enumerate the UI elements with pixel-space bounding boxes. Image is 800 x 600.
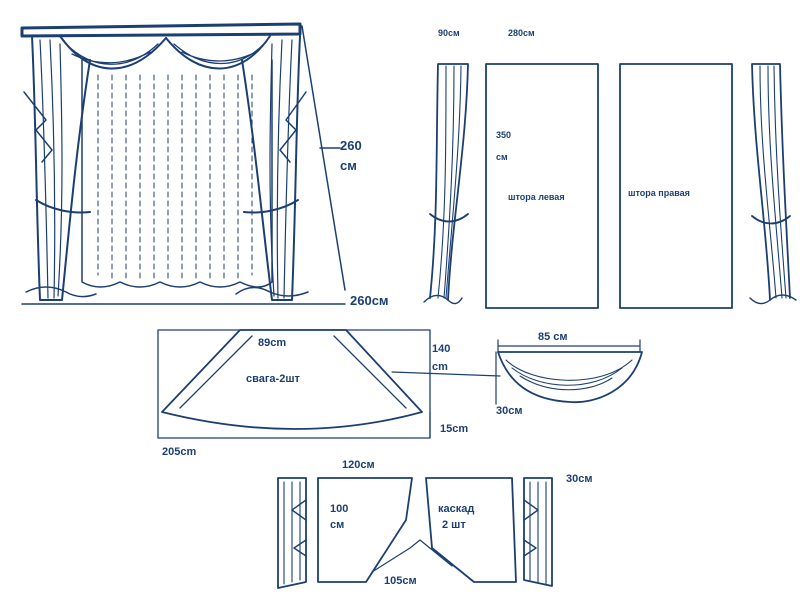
right-drape bbox=[235, 35, 309, 301]
swag-top-width-label: 89cm bbox=[258, 337, 286, 349]
cascade-side-label: 30см bbox=[566, 473, 593, 485]
swag-pattern: 89cm свага-2шт 140 cm 15cm 205cm 85 см 3… bbox=[157, 329, 643, 458]
sheer-tulle bbox=[81, 59, 273, 288]
left-drape bbox=[23, 35, 97, 301]
finished-swag-width-label: 85 см bbox=[538, 331, 568, 343]
swag-height-label: 140 bbox=[432, 343, 450, 355]
panel-width-label: 280см bbox=[508, 28, 535, 38]
finished-swag-sketch: 85 см 30см bbox=[495, 331, 643, 417]
swag-bottom-drop-label: 15cm bbox=[440, 423, 468, 435]
curtain-illustration: 260 см 260см bbox=[20, 22, 389, 308]
cascade-pattern: 120см 30см 100 см каскад 2 шт 105см bbox=[277, 459, 593, 589]
illustration-width-label: 260см bbox=[350, 293, 389, 308]
swag-bottom-width-label: 205cm bbox=[162, 446, 196, 458]
right-side-curtain bbox=[749, 63, 797, 305]
cascade-width-label: 120см bbox=[342, 459, 375, 471]
swag-drape bbox=[59, 35, 271, 70]
right-panel-title: штора правая bbox=[628, 188, 690, 198]
swag-title: свага-2шт bbox=[246, 373, 301, 385]
cascade-height-unit: см bbox=[330, 519, 344, 531]
right-curtain-panel bbox=[619, 63, 733, 309]
cascade-bottom-label: 105см bbox=[384, 575, 417, 587]
left-panel-height-unit: см bbox=[496, 152, 508, 162]
cascade-title-line2: 2 шт bbox=[442, 519, 466, 531]
finished-swag-depth-label: 30см bbox=[496, 405, 523, 417]
cascade-height-label: 100 bbox=[330, 503, 348, 515]
side-curtain-width-label: 90см bbox=[438, 28, 460, 38]
illustration-height-label: 260 bbox=[340, 138, 362, 153]
left-panel-title: штора левая bbox=[508, 192, 565, 202]
cascade-title-line1: каскад bbox=[438, 503, 474, 515]
left-panel-height-label: 350 bbox=[496, 130, 511, 140]
left-curtain-panel bbox=[485, 63, 599, 309]
left-cascade-sketch bbox=[277, 477, 307, 589]
swag-height-unit: cm bbox=[432, 361, 448, 373]
swag-shape bbox=[161, 329, 423, 430]
main-curtain-panels: 90см 280см 350 см штора левая штора прав… bbox=[423, 28, 797, 309]
cascade-left-panel bbox=[317, 477, 413, 583]
cascade-right-panel bbox=[425, 477, 517, 583]
right-cascade-sketch bbox=[523, 477, 553, 587]
left-side-curtain bbox=[423, 63, 469, 305]
illustration-height-unit: см bbox=[340, 158, 357, 173]
